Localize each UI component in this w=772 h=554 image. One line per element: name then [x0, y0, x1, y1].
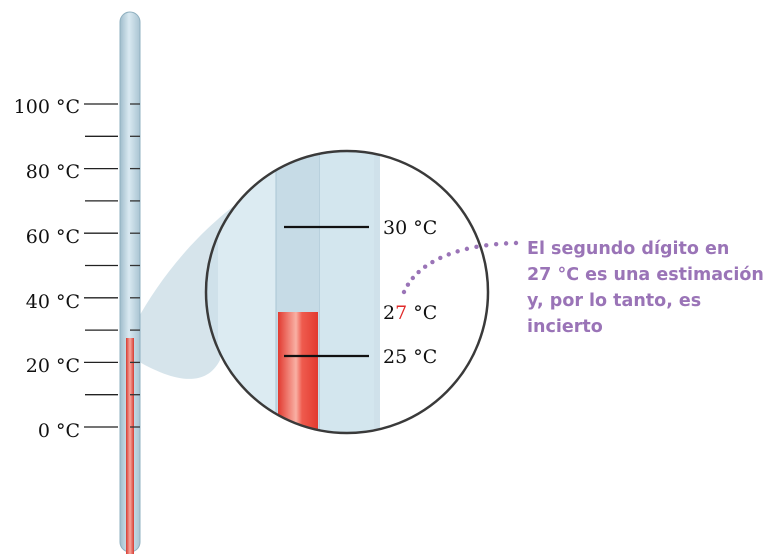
scale-label-100: 100 °C: [14, 96, 80, 118]
annotation-dot: [416, 269, 421, 275]
annotation-dot: [422, 264, 428, 269]
reading-first-digit: 2: [383, 302, 395, 324]
zoomed-liquid: [278, 312, 318, 433]
magnifier: 30 °C 25 °C 27 °C: [204, 149, 490, 435]
thermometer: 100 °C 80 °C 60 °C 40 °C 20 °C 0 °C: [14, 11, 141, 554]
tick-marks: [130, 103, 140, 428]
scale-lines: [84, 103, 118, 428]
reading-second-digit: 7: [395, 302, 407, 324]
label-30: 30 °C: [383, 217, 437, 239]
annotation-line-1: El segundo dígito en: [527, 239, 730, 259]
scale-label-40: 40 °C: [26, 291, 80, 313]
magnifier-rim: [204, 149, 490, 435]
annotation-line-3: y, por lo tanto, es: [527, 291, 702, 311]
annotation-dot: [410, 275, 416, 281]
reading-unit: °C: [407, 302, 437, 324]
annotation-dot: [405, 282, 411, 287]
annotation-dot: [446, 252, 451, 257]
annotation-dot: [484, 243, 489, 248]
thermometer-liquid: [126, 338, 134, 554]
scale-label-20: 20 °C: [26, 355, 80, 377]
annotation-dotted-line: [401, 240, 519, 295]
annotation-dot: [438, 255, 443, 261]
annotation-line-4: incierto: [527, 317, 603, 337]
annotation-note: El segundo dígito en 27 °C es una estima…: [527, 236, 772, 340]
annotation-dot: [513, 240, 519, 246]
scale-label-0: 0 °C: [38, 420, 80, 442]
annotation-dot: [430, 259, 435, 265]
annotation-line-2: 27 °C es una estimación: [527, 265, 764, 285]
annotation-dot: [474, 244, 479, 250]
annotation-dot: [464, 246, 470, 252]
scale-label-60: 60 °C: [26, 226, 80, 248]
label-25: 25 °C: [383, 346, 437, 368]
annotation-dot: [503, 241, 509, 246]
reading-27: 27 °C: [383, 302, 437, 324]
annotation-dot: [493, 241, 499, 247]
annotation-dot: [401, 289, 407, 295]
annotation-dot: [455, 249, 460, 254]
scale-label-80: 80 °C: [26, 161, 80, 183]
